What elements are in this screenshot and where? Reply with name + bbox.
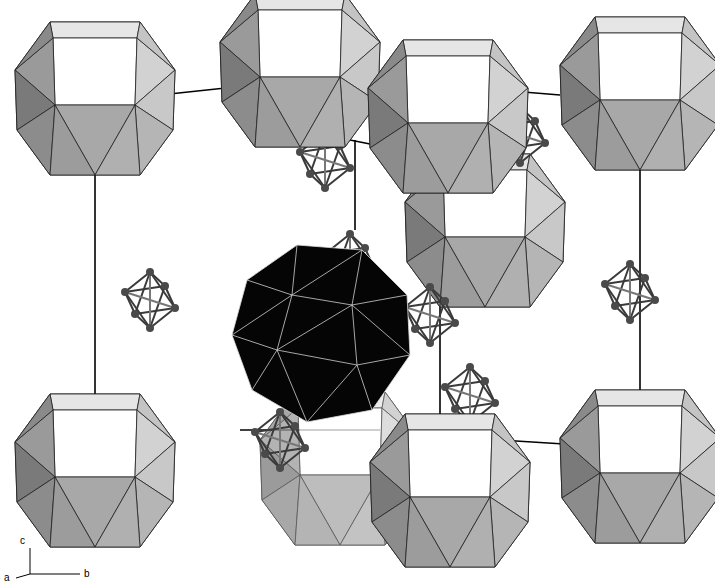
axis-label: c: [20, 536, 25, 546]
axis-label: b: [84, 569, 90, 579]
axis-label: a: [4, 573, 10, 583]
